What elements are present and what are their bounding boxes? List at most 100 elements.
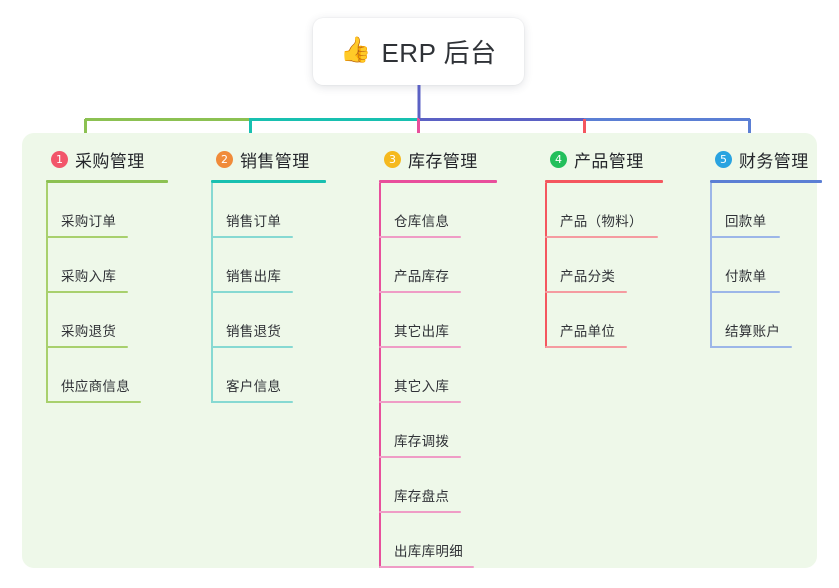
column-items: 产品（物料） 产品分类产品单位 [532,183,663,348]
column-spine [46,183,48,403]
menu-item[interactable]: 采购入库 [33,238,168,293]
menu-item-underline [379,566,474,568]
menu-item-underline [211,346,293,348]
column-number-badge: 1 [51,150,68,168]
root-node-title: ERP 后台 [381,38,497,68]
menu-item-underline [545,236,658,238]
menu-item-underline [710,236,780,238]
menu-item[interactable]: 其它出库 [366,293,497,348]
menu-item-underline [211,291,293,293]
menu-item[interactable]: 客户信息 [198,348,326,403]
menu-item-label: 销售出库 [226,269,282,284]
menu-item-underline [379,511,461,513]
thumbs-up-icon: 👍 [340,36,372,64]
menu-item-label: 付款单 [725,269,767,284]
column-number-badge: 5 [715,150,732,168]
root-node-card[interactable]: 👍 ERP 后台 [313,18,524,85]
menu-item[interactable]: 付款单 [697,238,822,293]
column-header-underline [710,180,822,183]
menu-item-underline [710,346,792,348]
column-items: 回款单付款单结算账户 [697,183,822,348]
column-title: 库存管理 [408,151,478,171]
menu-item[interactable]: 仓库信息 [366,183,497,238]
column-header-underline [211,180,326,183]
column-title: 销售管理 [240,151,310,171]
menu-item-underline [379,401,461,403]
column-title: 产品管理 [574,151,644,171]
menu-item-label: 产品单位 [560,324,616,339]
root-node-content: 👍 ERP 后台 [340,33,496,70]
menu-item-underline [379,456,461,458]
menu-item-underline [379,236,461,238]
column-header[interactable]: 1 采购管理 [33,144,168,174]
column-items: 采购订单采购入库采购退货供应商信息 [33,183,168,403]
column-number-badge: 4 [550,150,567,168]
menu-item-label: 结算账户 [725,324,781,339]
menu-item[interactable]: 产品库存 [366,238,497,293]
menu-item-underline [545,291,627,293]
menu-item[interactable]: 产品分类 [532,238,663,293]
column-spine [379,183,381,568]
column-header[interactable]: 5 财务管理 [697,144,822,174]
menu-item-label: 销售退货 [226,324,282,339]
menu-item[interactable]: 销售订单 [198,183,326,238]
menu-item[interactable]: 采购订单 [33,183,168,238]
menu-item[interactable]: 销售出库 [198,238,326,293]
column-title: 财务管理 [739,151,809,171]
column-number-badge: 2 [216,150,233,168]
menu-item-underline [545,346,627,348]
menu-item[interactable]: 采购退货 [33,293,168,348]
menu-item[interactable]: 出库库明细 [366,513,497,568]
column-采购管理: 1 采购管理采购订单采购入库采购退货供应商信息 [33,144,168,403]
menu-item-underline [211,401,293,403]
menu-item-label: 销售订单 [226,214,282,229]
menu-item-label: 产品分类 [560,269,616,284]
menu-item-label: 仓库信息 [394,214,450,229]
menu-item-underline [379,346,461,348]
menu-item-label: 采购入库 [61,269,117,284]
column-items: 仓库信息产品库存其它出库其它入库库存调拨库存盘点出库库明细 [366,183,497,568]
mindmap-panel: 1 采购管理采购订单采购入库采购退货供应商信息 2 销售管理销售订单销售出库销售退货客… [22,133,822,568]
menu-item-underline [211,236,293,238]
menu-item-underline [46,291,128,293]
column-库存管理: 3 库存管理仓库信息产品库存其它出库其它入库库存调拨库存盘点出库库明细 [366,144,497,568]
column-header-underline [545,180,663,183]
menu-item-label: 库存调拨 [394,434,450,449]
menu-item[interactable]: 结算账户 [697,293,822,348]
menu-item[interactable]: 其它入库 [366,348,497,403]
column-产品管理: 4 产品管理产品（物料） 产品分类产品单位 [532,144,663,348]
column-title: 采购管理 [75,151,145,171]
column-spine [545,183,547,348]
menu-item[interactable]: 库存盘点 [366,458,497,513]
menu-item-label: 出库库明细 [394,544,463,559]
menu-item[interactable]: 销售退货 [198,293,326,348]
column-header[interactable]: 4 产品管理 [532,144,663,174]
column-财务管理: 5 财务管理回款单付款单结算账户 [697,144,822,348]
menu-item-label: 库存盘点 [394,489,450,504]
menu-item-label: 回款单 [725,214,767,229]
column-spine [211,183,213,403]
menu-item-label: 采购订单 [61,214,117,229]
menu-item-underline [710,291,780,293]
menu-item[interactable]: 产品单位 [532,293,663,348]
column-header[interactable]: 3 库存管理 [366,144,497,174]
column-items: 销售订单销售出库销售退货客户信息 [198,183,326,403]
menu-item-underline [379,291,461,293]
menu-item-underline [46,346,128,348]
menu-item[interactable]: 库存调拨 [366,403,497,458]
menu-item-label: 产品库存 [394,269,450,284]
menu-item[interactable]: 回款单 [697,183,822,238]
column-销售管理: 2 销售管理销售订单销售出库销售退货客户信息 [198,144,326,403]
menu-item-underline [46,236,128,238]
column-number-badge: 3 [384,150,401,168]
menu-item-label: 其它出库 [394,324,450,339]
column-header[interactable]: 2 销售管理 [198,144,326,174]
menu-item-label: 采购退货 [61,324,117,339]
column-spine [710,183,712,348]
menu-item[interactable]: 产品（物料） [532,183,663,238]
menu-item[interactable]: 供应商信息 [33,348,168,403]
menu-item-label: 供应商信息 [61,379,130,394]
menu-item-label: 客户信息 [226,379,282,394]
menu-item-label: 其它入库 [394,379,450,394]
menu-item-underline [46,401,141,403]
